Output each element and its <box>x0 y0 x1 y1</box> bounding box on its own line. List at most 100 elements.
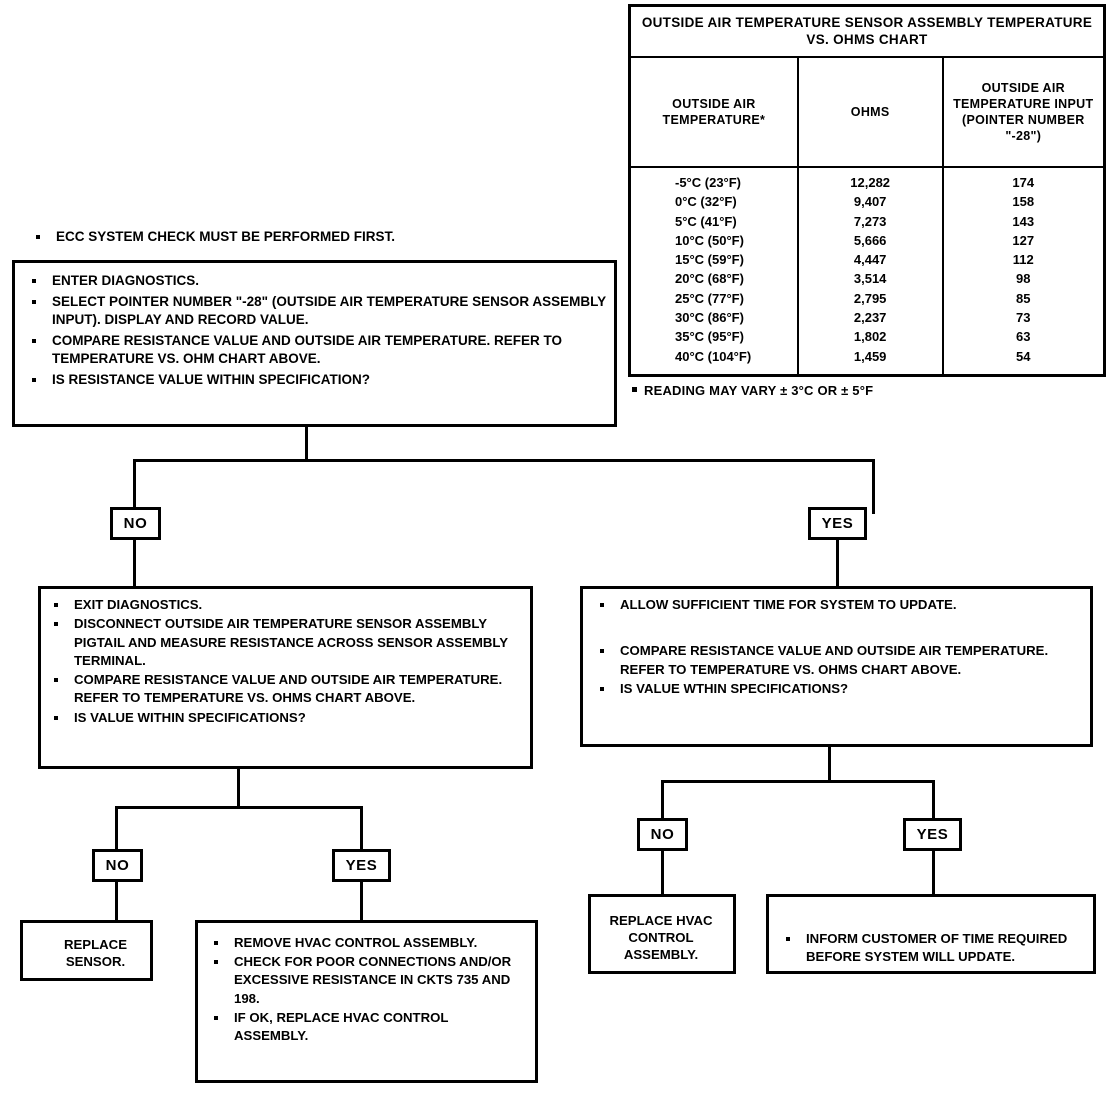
connector-no1-to-left-box <box>133 540 136 587</box>
step-exit-diagnostics-item-1: DISCONNECT OUTSIDE AIR TEMPERATURE SENSO… <box>48 615 518 670</box>
ohms-value-6: 2,795 <box>853 290 887 306</box>
connector-yes-right-to-inform <box>932 851 935 895</box>
terminal-box-replace-sensor-text: REPLACE SENSOR. <box>63 937 127 969</box>
decision-yes-left-label: YES <box>345 857 378 874</box>
decision-yes-right-label: YES <box>916 826 949 843</box>
table-title: OUTSIDE AIR TEMPERATURE SENSOR ASSEMBLY … <box>628 4 1106 58</box>
connector-box1-down <box>305 427 308 461</box>
note-top-item: ECC SYSTEM CHECK MUST BE PERFORMED FIRST… <box>28 228 395 246</box>
table-footnote: READING MAY VARY ± 3°C OR ± 5°F <box>632 383 873 398</box>
temperature-ohms-table: OUTSIDE AIR TEMPERATURE SENSOR ASSEMBLY … <box>628 4 1106 377</box>
terminal-box-inform-customer <box>766 894 1096 974</box>
ohms-value-3: 5,666 <box>853 232 887 248</box>
step-box-enter-diagnostics-list: ENTER DIAGNOSTICS. SELECT POINTER NUMBER … <box>26 272 606 391</box>
remove-hvac-item-2: IF OK, REPLACE HVAC CONTROL ASSEMBLY. <box>208 1009 518 1045</box>
connector-to-yes-box <box>872 459 875 514</box>
temperature-cells: -5°C (23°F) 0°C (32°F) 5°C (41°F) 10°C (50°… <box>628 165 799 377</box>
step-box-allow-time <box>580 586 1093 747</box>
temperature-value-4: 15°C (59°F) <box>675 252 744 268</box>
decision-no-left[interactable]: NO <box>92 849 143 882</box>
temperature-value-6: 25°C (77°F) <box>675 290 744 306</box>
ohms-value-8: 1,802 <box>853 329 887 345</box>
connector-left-to-no <box>115 806 118 852</box>
connector-right-box-down <box>828 747 831 783</box>
ohms-value-1: 9,407 <box>853 194 887 210</box>
footnote-bullet-icon <box>632 387 637 393</box>
input-value-4: 112 <box>1012 252 1034 268</box>
remove-hvac-item-0: REMOVE HVAC CONTROL ASSEMBLY. <box>208 934 518 952</box>
temperature-value-0: -5°C (23°F) <box>675 175 742 190</box>
step-box-allow-time-list: ALLOW SUFFICIENT TIME FOR SYSTEM TO UPDA… <box>594 596 1084 699</box>
column-header-input: OUTSIDE AIR TEMPERATURE INPUT (POINTER N… <box>941 56 1106 168</box>
step-allow-time-item-1: COMPARE RESISTANCE VALUE AND OUTSIDE AIR… <box>594 642 1084 679</box>
temperature-value-8: 35°C (95°F) <box>675 329 744 345</box>
step-box-exit-diagnostics <box>38 586 533 769</box>
ohms-value-7: 2,237 <box>853 310 887 326</box>
step-exit-diagnostics-item-0: EXIT DIAGNOSTICS. <box>48 596 518 614</box>
connector-right-split-horizontal <box>661 780 935 783</box>
input-value-2: 143 <box>1012 213 1035 229</box>
decision-no-right-label: NO <box>650 826 675 843</box>
decision-yes-right[interactable]: YES <box>903 818 962 851</box>
temperature-value-2: 5°C (41°F) <box>675 213 737 229</box>
ohms-value-9: 1,459 <box>853 348 887 364</box>
connector-yes1-to-right-box <box>836 540 839 587</box>
ohms-value-5: 3,514 <box>853 271 887 287</box>
connector-no-right-to-replace-hvac <box>661 851 664 895</box>
terminal-box-inform-customer-list: INFORM CUSTOMER OF TIME REQUIRED BEFORE … <box>780 930 1090 967</box>
temperature-value-5: 20°C (68°F) <box>675 271 744 287</box>
remove-hvac-item-1: CHECK FOR POOR CONNECTIONS AND/OR EXCESS… <box>208 953 518 1008</box>
step-exit-diagnostics-item-3: IS VALUE WITHIN SPECIFICATIONS? <box>48 709 518 727</box>
connector-no-left-to-replace-sensor <box>115 882 118 922</box>
connector-box1-split-horizontal <box>133 459 875 462</box>
table-title-row: OUTSIDE AIR TEMPERATURE SENSOR ASSEMBLY … <box>628 4 1106 58</box>
decision-no-right[interactable]: NO <box>637 818 688 851</box>
input-value-8: 63 <box>1016 329 1031 345</box>
decision-no-level1-label: NO <box>123 515 148 532</box>
table-data-row: -5°C (23°F) 0°C (32°F) 5°C (41°F) 10°C (50°… <box>628 165 1106 377</box>
connector-right-to-yes <box>932 780 935 820</box>
input-value-9: 54 <box>1016 348 1031 364</box>
step-enter-diagnostics-item-0: ENTER DIAGNOSTICS. <box>26 272 606 291</box>
column-header-temperature: OUTSIDE AIR TEMPERATURE* <box>628 56 799 168</box>
input-value-5: 98 <box>1016 271 1031 287</box>
step-allow-time-item-0: ALLOW SUFFICIENT TIME FOR SYSTEM TO UPDA… <box>594 596 1084 614</box>
temperature-value-1: 0°C (32°F) <box>675 194 737 210</box>
ohms-value-2: 7,273 <box>853 213 887 229</box>
terminal-box-remove-hvac <box>195 920 538 1083</box>
ecc-system-check-note: ECC SYSTEM CHECK MUST BE PERFORMED FIRST… <box>28 228 395 247</box>
terminal-box-replace-hvac-text: REPLACE HVAC CONTROL ASSEMBLY. <box>609 913 713 962</box>
input-value-3: 127 <box>1012 232 1035 248</box>
input-value-1: 158 <box>1012 194 1035 210</box>
decision-no-level1[interactable]: NO <box>110 507 161 540</box>
connector-right-to-no <box>661 780 664 820</box>
temperature-value-list: -5°C (23°F) 0°C (32°F) 5°C (41°F) 10°C (50°… <box>631 173 797 366</box>
terminal-box-replace-hvac <box>588 894 736 974</box>
terminal-box-remove-hvac-list: REMOVE HVAC CONTROL ASSEMBLY.CHECK FOR P… <box>208 934 518 1046</box>
input-value-0: 174 <box>1012 175 1035 190</box>
step-enter-diagnostics-item-1: SELECT POINTER NUMBER "-28" (OUTSIDE AIR… <box>26 293 606 330</box>
temperature-value-3: 10°C (50°F) <box>675 232 744 248</box>
connector-left-to-yes <box>360 806 363 852</box>
input-value-7: 73 <box>1016 310 1031 326</box>
column-header-ohms: OHMS <box>796 56 944 168</box>
decision-yes-left[interactable]: YES <box>332 849 391 882</box>
step-allow-time-item-2: IS VALUE WTHIN SPECIFICATIONS? <box>594 680 1084 698</box>
connector-yes-left-to-remove-hvac <box>360 882 363 922</box>
connector-left-box-down <box>237 769 240 809</box>
decision-yes-level1-label: YES <box>821 515 854 532</box>
ohms-value-0: 12,282 <box>850 175 891 190</box>
connector-left-split-horizontal <box>115 806 363 809</box>
step-enter-diagnostics-item-2: COMPARE RESISTANCE VALUE AND OUTSIDE AIR… <box>26 332 606 369</box>
step-enter-diagnostics-item-3: IS RESISTANCE VALUE WITHIN SPECIFICATION… <box>26 371 606 390</box>
footnote-text: READING MAY VARY ± 3°C OR ± 5°F <box>644 383 874 398</box>
temperature-value-9: 40°C (104°F) <box>675 348 752 364</box>
step-box-exit-diagnostics-list: EXIT DIAGNOSTICS.DISCONNECT OUTSIDE AIR … <box>48 596 518 728</box>
connector-to-no-box <box>133 459 136 514</box>
decision-yes-level1[interactable]: YES <box>808 507 867 540</box>
